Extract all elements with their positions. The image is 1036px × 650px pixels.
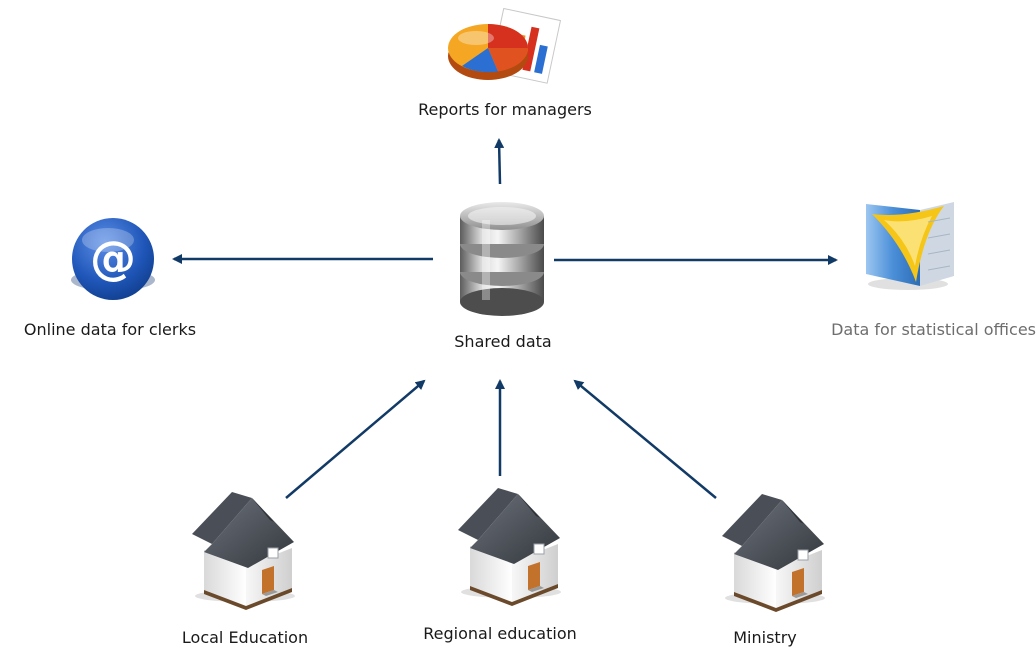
reports-for-managers-label: Reports for managers	[418, 100, 592, 119]
online-data-for-clerks-label: Online data for clerks	[23, 320, 197, 339]
regional-education-label: Regional education	[423, 624, 577, 643]
arrows	[172, 138, 838, 499]
arrow-from-ministry	[573, 379, 717, 499]
database-icon	[460, 202, 544, 316]
local-education-label: Local Education	[181, 628, 309, 647]
svg-text:@: @	[90, 231, 136, 285]
ministry-label: Ministry	[733, 628, 797, 647]
arrow-to-reports	[494, 138, 505, 185]
arrow-from-local-education	[285, 379, 426, 499]
shared-data-label: Shared data	[454, 332, 552, 351]
house-icon-ministry	[722, 494, 825, 612]
house-icon-regional-education	[458, 488, 561, 606]
building-icon	[866, 202, 954, 290]
at-sign-icon: @	[71, 218, 155, 300]
house-icon-local-education	[192, 492, 295, 610]
data-for-statistical-offices-label: Data for statistical offices	[831, 320, 1036, 339]
pie-chart-report-icon	[448, 7, 562, 84]
